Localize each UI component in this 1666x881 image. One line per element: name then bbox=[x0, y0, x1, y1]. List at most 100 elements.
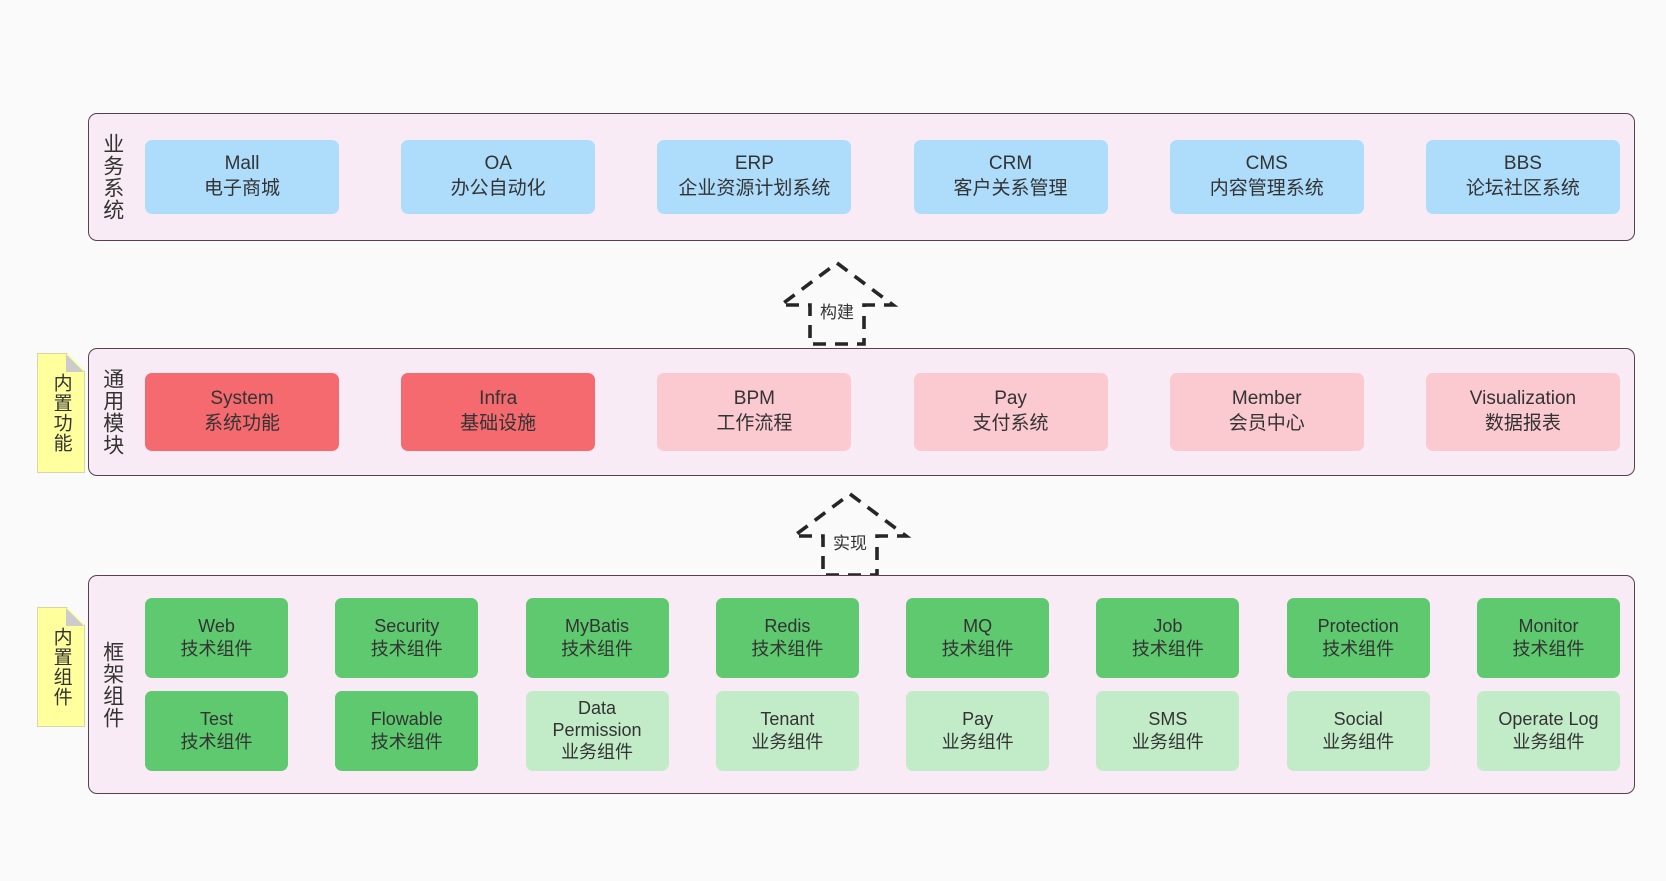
card-title-en: Member bbox=[1231, 388, 1302, 410]
card-row: Mall 电子商城 OA 办公自动化 ERP 企业资源计划系统 CRM 客户关系… bbox=[145, 140, 1620, 214]
card-title-en: Job bbox=[1153, 615, 1183, 636]
layer-framework-component-body: Web 技术组件 Security 技术组件 MyBatis 技术组件 Redi… bbox=[135, 576, 1634, 793]
card-title-cn: 支付系统 bbox=[972, 413, 1049, 434]
card-title-en: Social bbox=[1333, 708, 1383, 729]
card-title-en: Test bbox=[199, 708, 233, 729]
card-operate-log[interactable]: Operate Log 业务组件 bbox=[1476, 691, 1620, 771]
card-title-en: Pay bbox=[962, 708, 994, 729]
generalization-arrow-icon bbox=[788, 492, 912, 577]
card-title-en: CRM bbox=[988, 153, 1033, 175]
card-oa[interactable]: OA 办公自动化 bbox=[401, 140, 596, 214]
card-title-en: Infra bbox=[479, 388, 518, 410]
card-title-en: Visualization bbox=[1469, 388, 1577, 410]
card-title-cn: 会员中心 bbox=[1228, 413, 1305, 434]
card-title-cn: 技术组件 bbox=[370, 732, 443, 752]
card-web[interactable]: Web 技术组件 bbox=[145, 598, 288, 678]
note-builtin-function: 内置功能 bbox=[37, 353, 85, 473]
card-title-en: CMS bbox=[1245, 153, 1288, 175]
card-title-cn: 业务组件 bbox=[751, 732, 824, 752]
layer-business-system-title: 业务系统 bbox=[100, 133, 124, 221]
layer-framework-component-title: 框架组件 bbox=[100, 640, 124, 729]
card-monitor[interactable]: Monitor 技术组件 bbox=[1476, 598, 1620, 678]
card-title-cn: 技术组件 bbox=[1131, 639, 1204, 659]
card-title-cn: 业务组件 bbox=[561, 741, 634, 762]
card-title-en: Monitor bbox=[1518, 615, 1579, 636]
card-title-en: Security bbox=[374, 615, 440, 636]
card-job[interactable]: Job 技术组件 bbox=[1096, 598, 1240, 678]
card-title-en: System bbox=[210, 388, 274, 410]
card-title-cn: 系统功能 bbox=[203, 413, 280, 434]
card-title-cn: 基础设施 bbox=[460, 413, 537, 434]
card-title-cn: 业务组件 bbox=[1512, 732, 1585, 752]
card-title-cn: 办公自动化 bbox=[450, 178, 546, 199]
card-pay-module[interactable]: Pay 支付系统 bbox=[913, 373, 1108, 451]
card-sms[interactable]: SMS 业务组件 bbox=[1096, 691, 1240, 771]
card-erp[interactable]: ERP 企业资源计划系统 bbox=[657, 140, 852, 214]
card-title-en: Operate Log bbox=[1498, 708, 1599, 729]
layer-common-module-title: 通用模块 bbox=[100, 368, 124, 456]
card-system[interactable]: System 系统功能 bbox=[145, 373, 339, 451]
card-pay-component[interactable]: Pay 业务组件 bbox=[906, 691, 1050, 771]
card-title-cn: 技术组件 bbox=[1322, 639, 1395, 659]
card-title-en: OA bbox=[484, 153, 512, 175]
card-title-cn: 技术组件 bbox=[370, 639, 443, 659]
card-tenant[interactable]: Tenant 业务组件 bbox=[715, 691, 859, 771]
card-title-en: Tenant bbox=[760, 708, 815, 729]
card-social[interactable]: Social 业务组件 bbox=[1286, 691, 1430, 771]
card-test[interactable]: Test 技术组件 bbox=[145, 691, 288, 771]
card-bbs[interactable]: BBS 论坛社区系统 bbox=[1425, 140, 1620, 214]
connector-build: 构建 bbox=[762, 258, 912, 348]
card-title-cn: 数据报表 bbox=[1484, 413, 1561, 434]
card-cms[interactable]: CMS 内容管理系统 bbox=[1169, 140, 1364, 214]
note-builtin-component: 内置组件 bbox=[37, 607, 85, 727]
card-title-en: Mall bbox=[224, 153, 260, 175]
card-bpm[interactable]: BPM 工作流程 bbox=[657, 373, 852, 451]
card-flowable[interactable]: Flowable 技术组件 bbox=[335, 691, 479, 771]
card-crm[interactable]: CRM 客户关系管理 bbox=[913, 140, 1108, 214]
card-title-en: SMS bbox=[1148, 708, 1188, 729]
card-title-en: ERP bbox=[734, 153, 774, 175]
card-row: Web 技术组件 Security 技术组件 MyBatis 技术组件 Redi… bbox=[145, 598, 1620, 678]
card-title-en: Flowable bbox=[370, 708, 443, 729]
note-builtin-function-label: 内置功能 bbox=[50, 373, 72, 453]
card-title-cn: 技术组件 bbox=[751, 639, 824, 659]
card-title-en: BBS bbox=[1503, 153, 1542, 175]
card-title-cn: 客户关系管理 bbox=[953, 178, 1068, 199]
card-title-cn: 技术组件 bbox=[180, 639, 253, 659]
layer-common-module-body: System 系统功能 Infra 基础设施 BPM 工作流程 Pay 支付系统… bbox=[135, 349, 1634, 475]
card-data-permission[interactable]: Data Permission 业务组件 bbox=[525, 691, 669, 771]
layer-common-module: 通用模块 System 系统功能 Infra 基础设施 BPM 工作流程 Pay… bbox=[88, 348, 1635, 476]
card-title-cn: 业务组件 bbox=[1131, 732, 1204, 752]
card-infra[interactable]: Infra 基础设施 bbox=[401, 373, 596, 451]
card-title-cn: 技术组件 bbox=[1512, 639, 1585, 659]
card-title-en: Web bbox=[198, 615, 235, 636]
layer-business-system-body: Mall 电子商城 OA 办公自动化 ERP 企业资源计划系统 CRM 客户关系… bbox=[135, 114, 1634, 240]
card-title-cn: 技术组件 bbox=[561, 639, 634, 659]
card-mall[interactable]: Mall 电子商城 bbox=[145, 140, 339, 214]
card-title-cn: 技术组件 bbox=[180, 732, 253, 752]
card-title-en: Data Permission bbox=[552, 698, 642, 741]
card-mybatis[interactable]: MyBatis 技术组件 bbox=[525, 598, 669, 678]
card-protection[interactable]: Protection 技术组件 bbox=[1286, 598, 1430, 678]
card-title-en: BPM bbox=[733, 388, 775, 410]
card-title-en: MyBatis bbox=[565, 615, 630, 636]
card-title-en: MQ bbox=[963, 615, 993, 636]
card-title-cn: 业务组件 bbox=[941, 732, 1014, 752]
layer-framework-component: 框架组件 Web 技术组件 Security 技术组件 MyBatis 技术组件… bbox=[88, 575, 1635, 794]
card-mq[interactable]: MQ 技术组件 bbox=[906, 598, 1050, 678]
card-member[interactable]: Member 会员中心 bbox=[1169, 373, 1364, 451]
card-title-cn: 企业资源计划系统 bbox=[678, 178, 831, 199]
card-security[interactable]: Security 技术组件 bbox=[335, 598, 479, 678]
card-title-cn: 电子商城 bbox=[203, 178, 280, 199]
card-title-cn: 工作流程 bbox=[716, 413, 793, 434]
connector-implement: 实现 bbox=[775, 489, 925, 579]
card-redis[interactable]: Redis 技术组件 bbox=[715, 598, 859, 678]
card-row: System 系统功能 Infra 基础设施 BPM 工作流程 Pay 支付系统… bbox=[145, 373, 1620, 451]
card-visualization[interactable]: Visualization 数据报表 bbox=[1425, 373, 1620, 451]
card-row: Test 技术组件 Flowable 技术组件 Data Permission … bbox=[145, 691, 1620, 771]
card-title-cn: 内容管理系统 bbox=[1209, 178, 1324, 199]
card-title-en: Redis bbox=[764, 615, 811, 636]
note-builtin-component-label: 内置组件 bbox=[50, 627, 72, 707]
generalization-arrow-icon bbox=[775, 261, 899, 346]
card-title-cn: 论坛社区系统 bbox=[1465, 178, 1580, 199]
